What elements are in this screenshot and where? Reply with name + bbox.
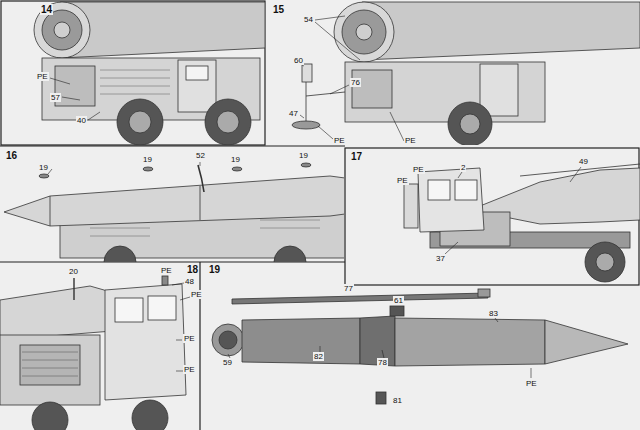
callout-number: PE: [333, 136, 346, 145]
callout-number: 37: [435, 254, 446, 263]
callout-number: 82: [313, 352, 324, 361]
callout-number: 77: [343, 284, 354, 293]
truck-cab: [404, 164, 640, 282]
callout-number: 57: [50, 93, 61, 102]
callout-number: 61: [393, 296, 404, 305]
step-number: 17: [350, 151, 363, 162]
callout-number: PE: [396, 176, 409, 185]
callout-number: 59: [222, 358, 233, 367]
callout-number: 19: [230, 155, 241, 164]
callout-number: PE: [525, 379, 538, 388]
callout-number: 20: [68, 267, 79, 276]
callout-number: 54: [303, 15, 314, 24]
callout-number: PE: [190, 290, 203, 299]
callout-number: 40: [76, 116, 87, 125]
callout-number: 78: [377, 358, 388, 367]
callout-number: PE: [160, 266, 173, 275]
truck-rear: [34, 2, 265, 145]
callout-number: 48: [184, 277, 195, 286]
step-number: 14: [40, 4, 53, 15]
step-number: 15: [272, 4, 285, 15]
missile: [212, 289, 628, 404]
callout-number: PE: [183, 334, 196, 343]
callout-number: PE: [412, 165, 425, 174]
callout-number: PE: [183, 365, 196, 374]
callout-number: 2: [460, 163, 466, 172]
callout-number: 19: [38, 163, 49, 172]
leader-line: [50, 16, 404, 141]
callout-number: 19: [298, 151, 309, 160]
callout-number: PE: [36, 72, 49, 81]
callout-number: 52: [195, 151, 206, 160]
callout-number: 49: [578, 157, 589, 166]
leader-line: [48, 162, 200, 174]
callout-number: 60: [293, 56, 304, 65]
truck-front: [0, 276, 186, 430]
step-number: 19: [208, 264, 221, 275]
step-number: 18: [186, 264, 199, 275]
callout-number: 47: [288, 109, 299, 118]
leader-line: [172, 283, 190, 371]
step-number: 16: [5, 150, 18, 161]
leader-line: [228, 318, 531, 378]
missile-on-truck: [4, 163, 344, 262]
callout-number: 83: [488, 309, 499, 318]
truck-rear: [292, 2, 640, 145]
callout-number: PE: [404, 136, 417, 145]
callout-number: 81: [392, 396, 403, 405]
callout-number: 76: [350, 78, 361, 87]
callout-number: 19: [142, 155, 153, 164]
leader-line: [445, 167, 581, 254]
